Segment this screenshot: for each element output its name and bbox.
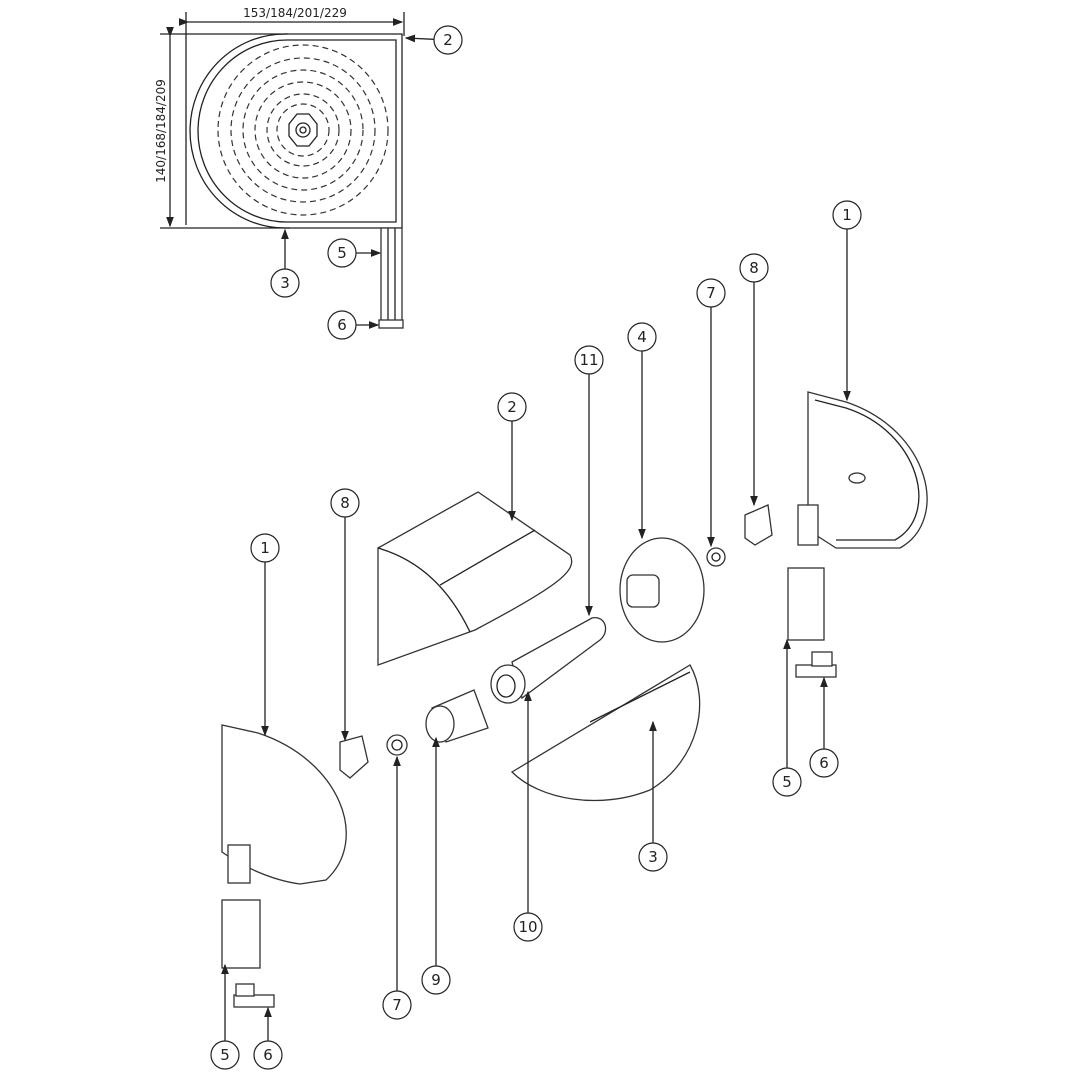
callout-circle bbox=[627, 322, 657, 352]
callout-number: 5 bbox=[782, 773, 792, 791]
callout-number: 10 bbox=[518, 918, 537, 936]
height-dimension: 140/168/184/209 bbox=[154, 79, 168, 183]
callout-circle bbox=[270, 268, 300, 298]
callout-circle bbox=[330, 488, 360, 518]
callout-circle bbox=[832, 200, 862, 230]
callout-number: 6 bbox=[337, 316, 347, 334]
callout-number: 3 bbox=[280, 274, 290, 292]
callout-circle bbox=[574, 345, 604, 375]
callout-number: 8 bbox=[340, 494, 350, 512]
callout-circle bbox=[421, 965, 451, 995]
leader-line bbox=[404, 34, 435, 43]
width-dimension: 153/184/201/229 bbox=[243, 6, 347, 20]
callout-number: 2 bbox=[443, 31, 453, 49]
callout-circle bbox=[250, 533, 280, 563]
callout-circle bbox=[497, 392, 527, 422]
callout-circle bbox=[772, 767, 802, 797]
callout-circle bbox=[638, 842, 668, 872]
top-cover-profile bbox=[377, 491, 573, 666]
callout-number: 11 bbox=[579, 351, 598, 369]
callout-circle bbox=[253, 1040, 283, 1070]
callout-number: 3 bbox=[648, 848, 658, 866]
callout-number: 7 bbox=[706, 284, 716, 302]
adapter bbox=[425, 689, 489, 743]
callout-circle bbox=[210, 1040, 240, 1070]
callout-number: 7 bbox=[392, 996, 402, 1014]
callouts: 2 5 3 6 1 8 7 4 11 2 8 1 5 6 3 10 9 7 5 6 bbox=[210, 25, 862, 1070]
callout-number: 4 bbox=[637, 328, 647, 346]
callout-number: 1 bbox=[842, 206, 852, 224]
callout-circle bbox=[696, 278, 726, 308]
callout-number: 5 bbox=[220, 1046, 230, 1064]
section-view: 153/184/201/229 140/168/184/209 bbox=[154, 6, 405, 329]
callout-number: 6 bbox=[819, 754, 829, 772]
callout-number: 8 bbox=[749, 259, 759, 277]
roller-tube bbox=[490, 617, 607, 704]
callout-circle bbox=[809, 748, 839, 778]
callout-number: 1 bbox=[260, 539, 270, 557]
callout-circle bbox=[739, 253, 769, 283]
bottom-cover-profile bbox=[510, 664, 701, 802]
end-cap-right bbox=[797, 391, 928, 549]
end-cap-left bbox=[221, 724, 347, 885]
roller-dashed-circles bbox=[217, 44, 389, 216]
callout-circle bbox=[327, 310, 357, 340]
callout-number: 9 bbox=[431, 971, 441, 989]
callout-circle bbox=[433, 25, 463, 55]
callout-circle bbox=[327, 238, 357, 268]
callout-number: 6 bbox=[263, 1046, 273, 1064]
bearing-plate bbox=[619, 537, 705, 643]
small-parts bbox=[221, 504, 837, 1008]
callout-number: 2 bbox=[507, 398, 517, 416]
callout-circle bbox=[382, 990, 412, 1020]
callout-number: 5 bbox=[337, 244, 347, 262]
callout-circle bbox=[513, 912, 543, 942]
